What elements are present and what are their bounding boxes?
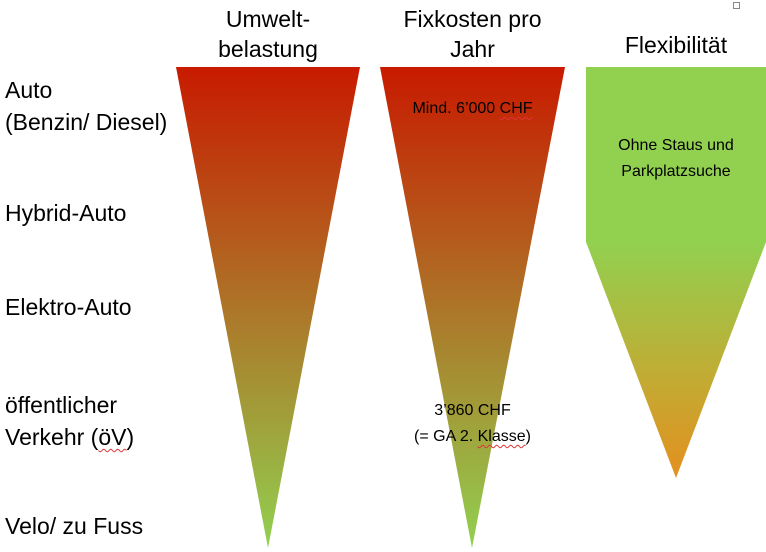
fixkosten-top-note-unit: CHF	[499, 100, 533, 117]
fixkosten-bottom-note-line1: 3’860 CHF	[434, 402, 511, 419]
header-flexibilitaet: Flexibilität	[624, 32, 728, 58]
category-auto-line2: (Benzin/ Diesel)	[5, 109, 168, 135]
flexibilitaet-note: Ohne Staus und Parkplatzsuche	[586, 133, 766, 185]
category-hybrid: Hybrid-Auto	[5, 200, 127, 226]
header-umweltbelastung: Umwelt- belastung	[188, 4, 348, 64]
flexibilitaet-note-line1: Ohne Staus und	[618, 137, 734, 154]
fixkosten-bottom-note: 3’860 CHF (= GA 2. Klasse)	[380, 398, 565, 450]
header-fixkosten: Fixkosten pro Jahr	[380, 4, 565, 64]
fixkosten-bottom-note-line2: (= GA 2. Klasse)	[380, 424, 565, 450]
fixkosten-top-note-text: Mind. 6’000	[412, 100, 500, 117]
category-oev-abbr: öV	[98, 424, 127, 450]
header-umwelt-line2: belastung	[218, 36, 318, 62]
fixkosten-top-note: Mind. 6’000 CHF	[380, 96, 565, 122]
category-velo: Velo/ zu Fuss	[5, 513, 144, 539]
fixkosten-bottom-note-word: Klasse	[477, 428, 526, 445]
fixkosten-bottom-note-suffix: )	[525, 428, 531, 445]
category-oev-prefix: Verkehr (	[5, 424, 99, 450]
category-auto-line1: Auto	[5, 77, 53, 103]
flexibilitaet-note-line2: Parkplatzsuche	[621, 163, 731, 180]
category-elektro: Elektro-Auto	[5, 294, 132, 320]
category-oev: öffentlicher Verkehr (öV)	[5, 389, 134, 453]
category-oev-suffix: )	[126, 424, 135, 450]
flexibilitaet-triangle	[586, 242, 766, 478]
header-fixkosten-line1: Fixkosten pro	[403, 6, 542, 32]
resize-handle-icon	[733, 2, 740, 9]
category-auto: Auto (Benzin/ Diesel)	[5, 74, 167, 138]
header-fixkosten-line2: Jahr	[450, 36, 495, 62]
umweltbelastung-triangle	[176, 67, 360, 548]
flexibilitaet-green-block	[586, 67, 766, 242]
header-umwelt-line1: Umwelt-	[225, 6, 311, 32]
category-oev-line2: Verkehr (öV)	[5, 421, 134, 453]
fixkosten-bottom-note-prefix: (= GA 2.	[414, 428, 478, 445]
fixkosten-triangle	[380, 67, 565, 548]
category-oev-line1: öffentlicher	[5, 392, 118, 418]
